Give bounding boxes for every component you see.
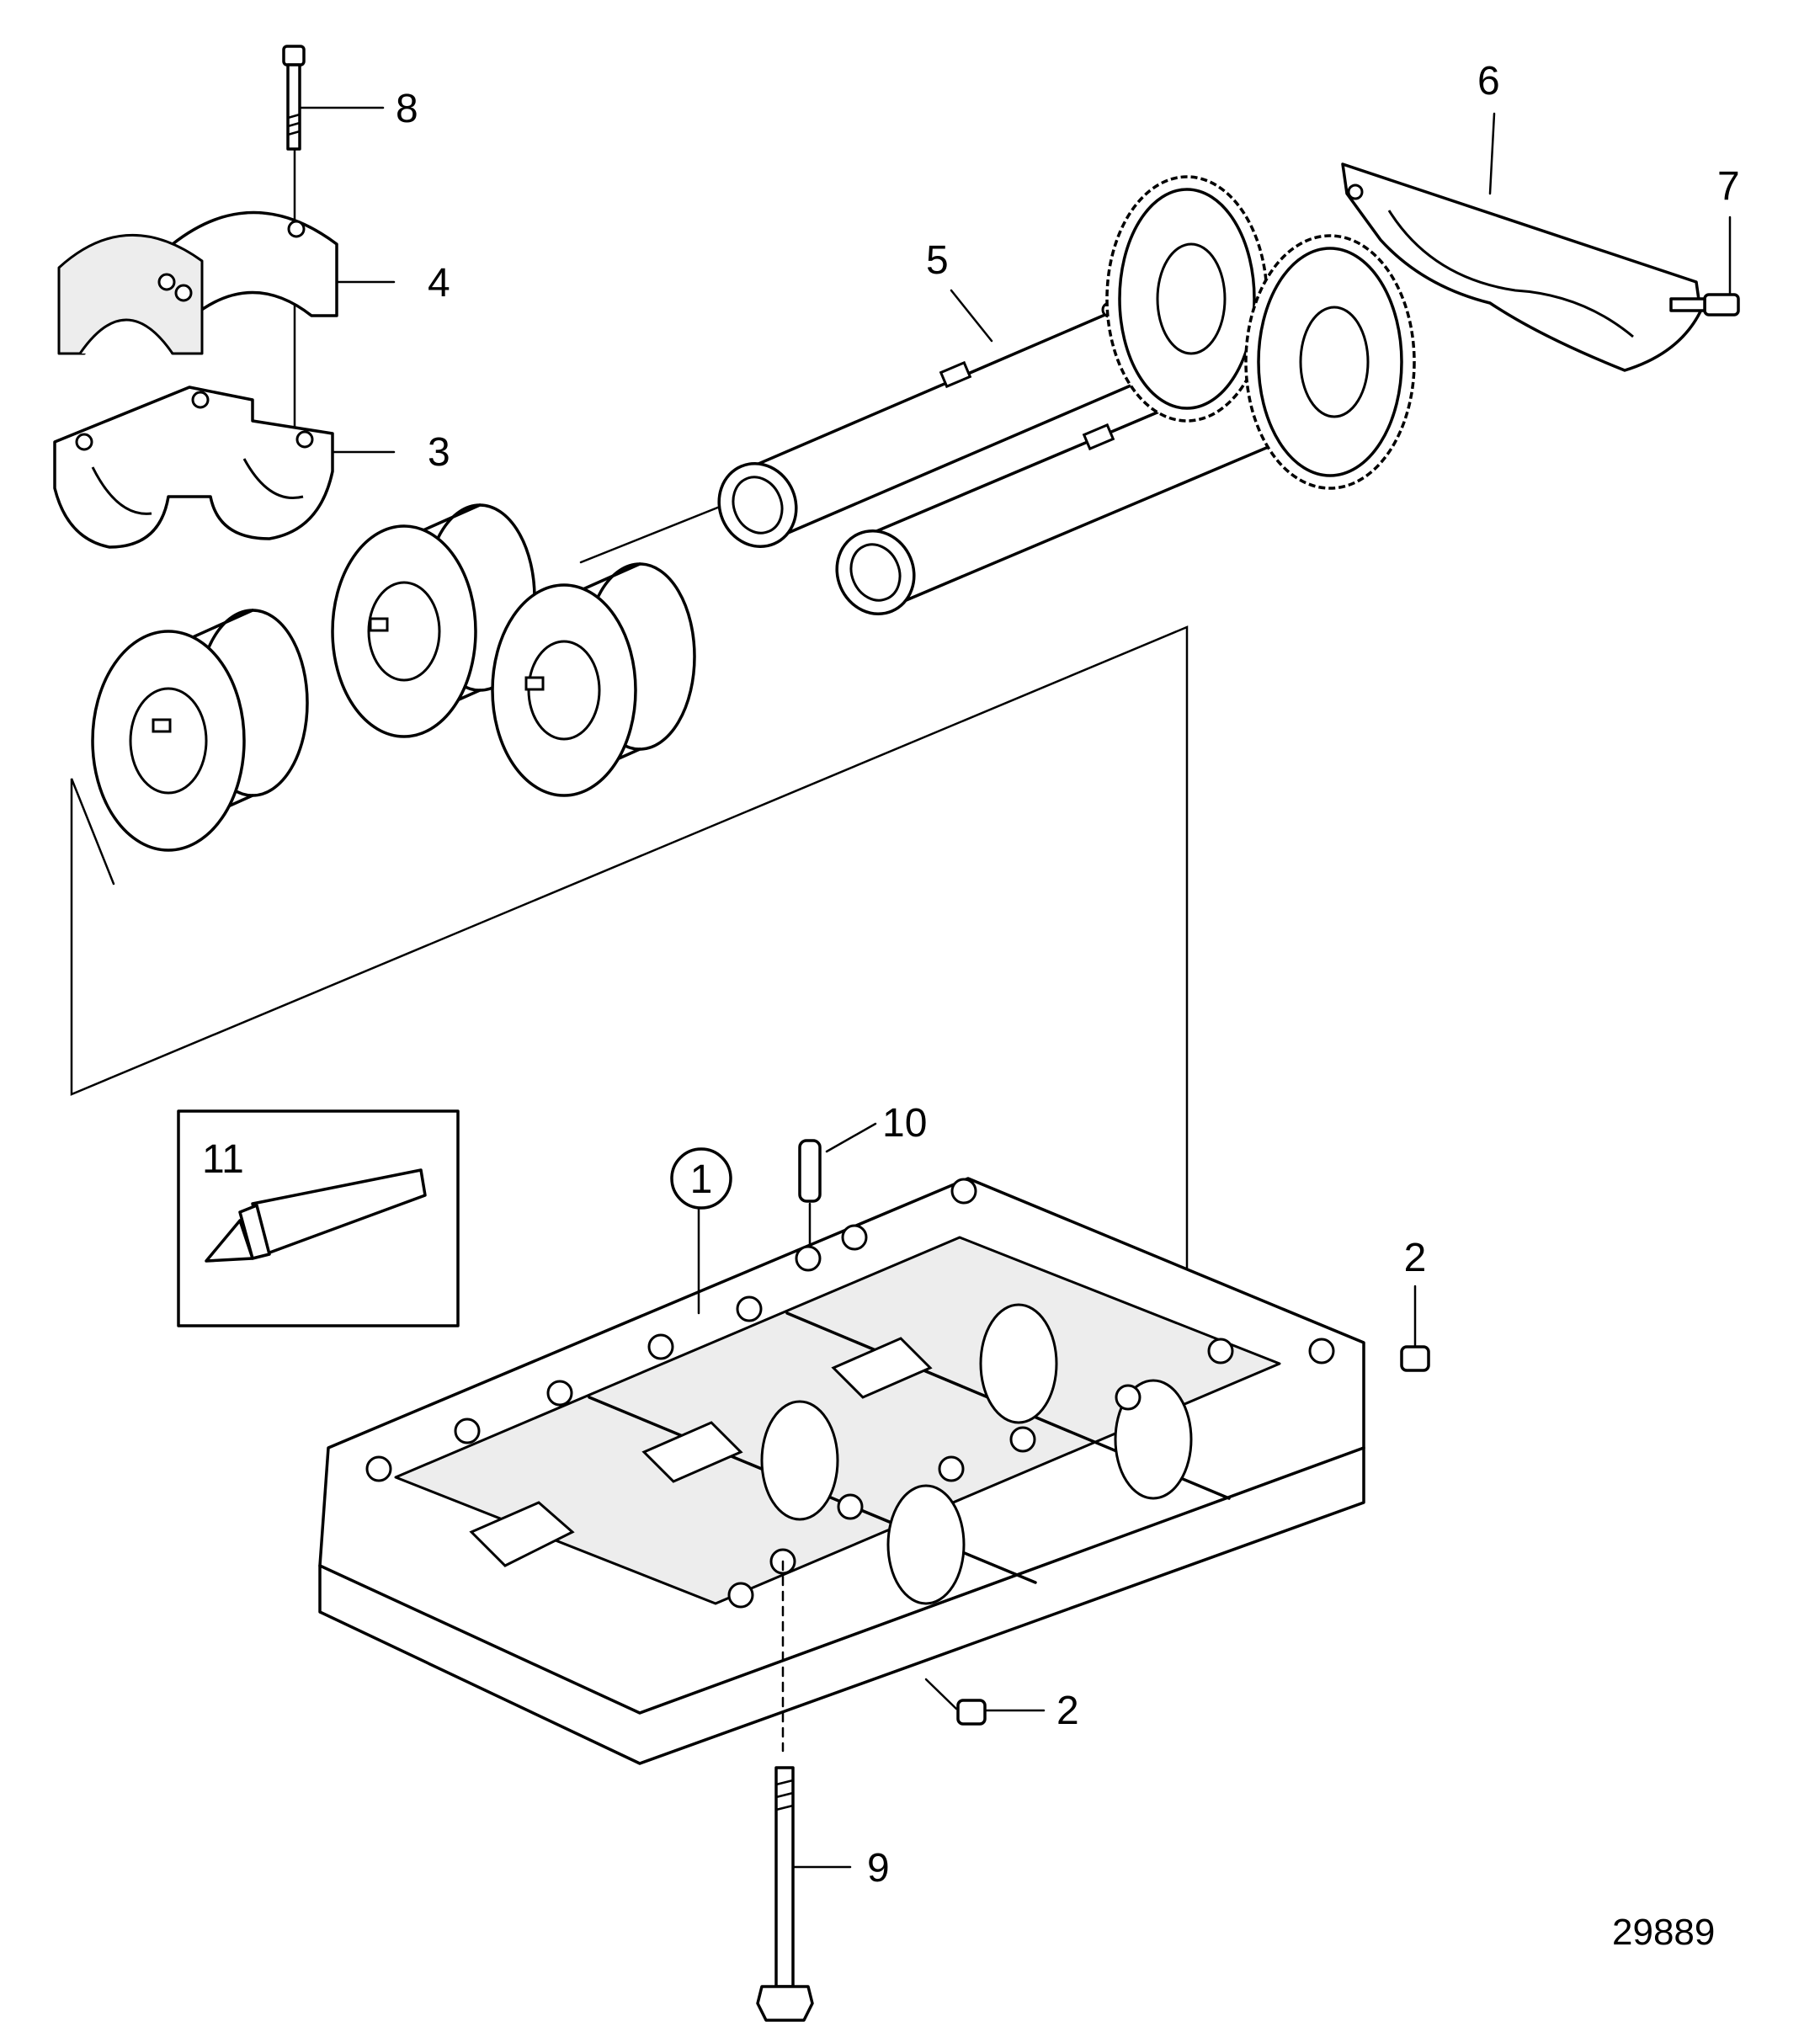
- part-4-bearing-cap-upper: [57, 210, 396, 355]
- callout-7: 7: [1717, 164, 1740, 209]
- part-11-sealant-box: [177, 1109, 460, 1327]
- callout-4: 4: [428, 261, 450, 306]
- bearing-ring-3: [491, 562, 696, 797]
- callout-6: 6: [1477, 59, 1500, 104]
- bearing-rings: [91, 495, 747, 852]
- part-9-long-bolt: [756, 1766, 852, 2022]
- callout-1: 1: [690, 1157, 713, 1202]
- bearing-ring-1: [91, 609, 309, 852]
- part-10-dowel-pin: [798, 1122, 877, 1247]
- callout-1-circle: [670, 1147, 732, 1210]
- part-3-bearing-cap-lower: [53, 386, 396, 549]
- callout-2-right: 2: [1404, 1236, 1427, 1280]
- callout-8: 8: [396, 87, 418, 131]
- part-2-plug-front: [924, 1678, 1046, 1726]
- reference-number: 29889: [1612, 1912, 1715, 1953]
- callout-10: 10: [882, 1101, 927, 1146]
- callout-2-front: 2: [1056, 1689, 1079, 1733]
- callout-9: 9: [867, 1846, 890, 1891]
- callout-11: 11: [202, 1137, 244, 1182]
- part-2-plug-right: [1400, 1285, 1430, 1372]
- part-8-screw: [282, 45, 385, 439]
- callout-labels: 1 2 2 3 4 5 6 7 8 9 10 11: [202, 59, 1740, 1891]
- part-7-bolt: [1669, 215, 1740, 317]
- callout-5: 5: [926, 238, 949, 283]
- part-1-bearing-frame: [318, 1177, 1365, 1765]
- part-6-cover: [1341, 112, 1702, 372]
- part-5-balance-shafts: [717, 175, 1416, 616]
- bearing-ring-2: [331, 503, 536, 738]
- callout-3: 3: [428, 430, 450, 475]
